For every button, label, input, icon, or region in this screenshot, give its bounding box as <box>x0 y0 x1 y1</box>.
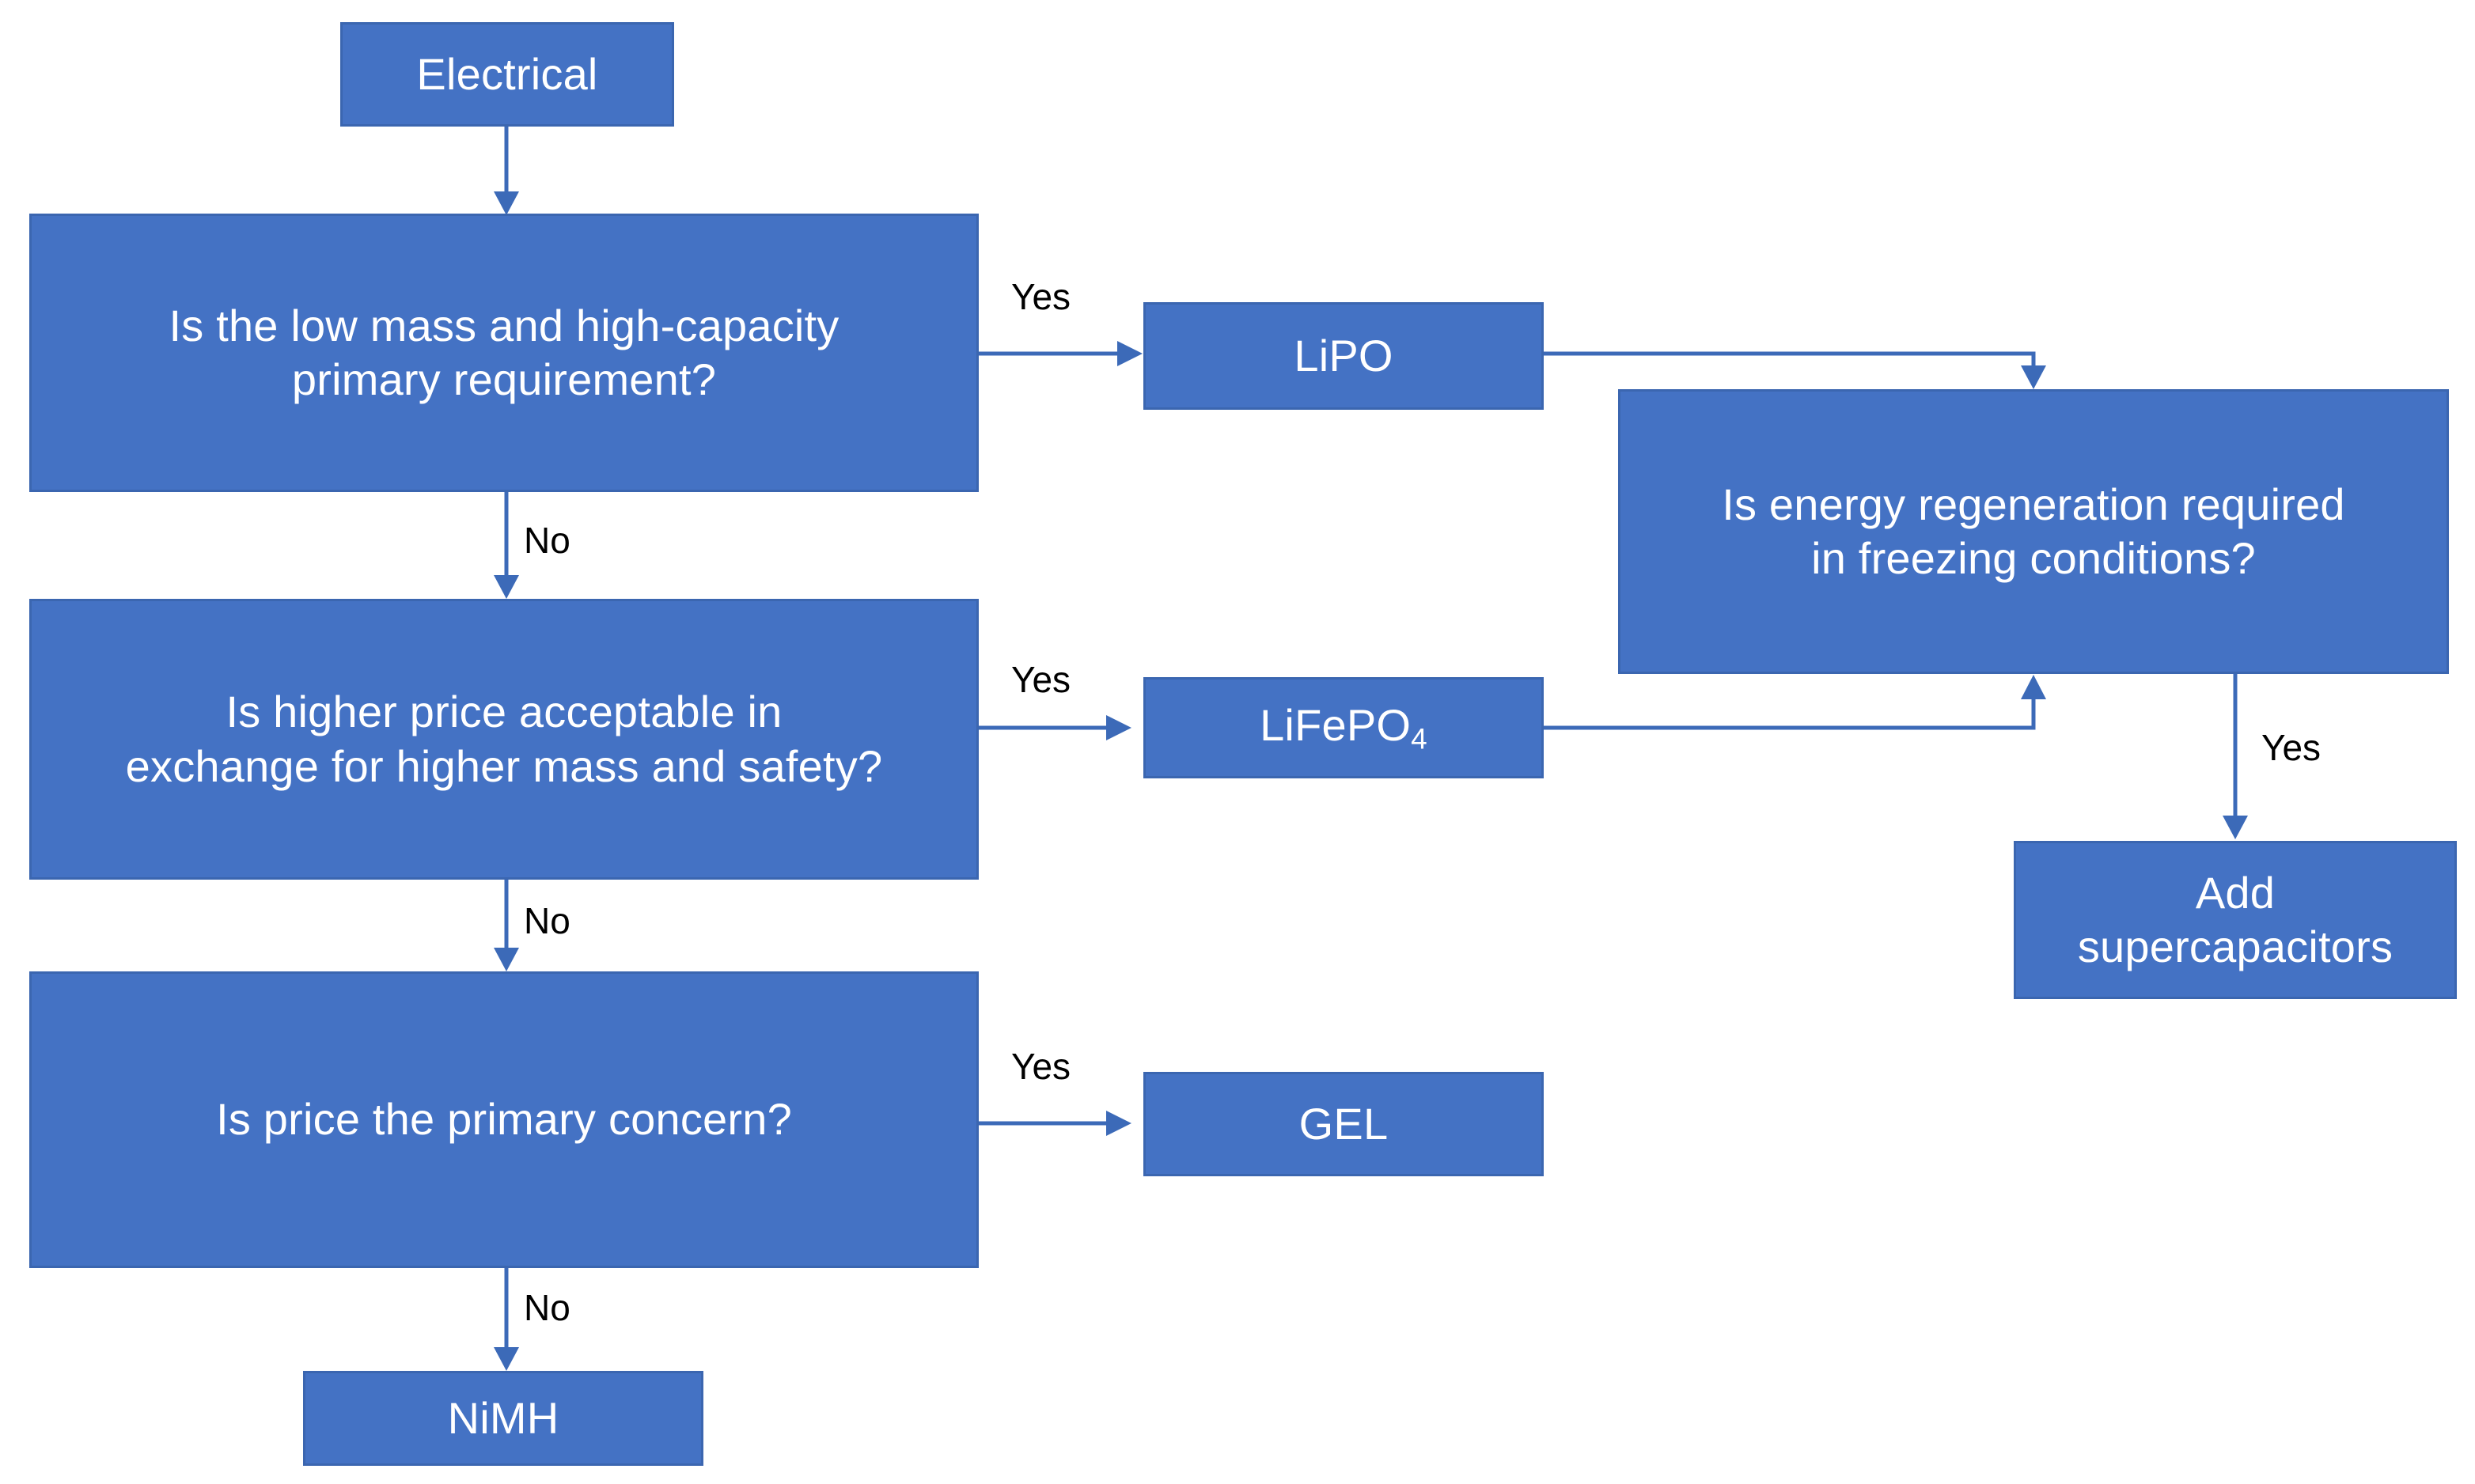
node-question-energy-regeneration-label: Is energy regeneration required in freez… <box>1722 479 2345 583</box>
node-gel-label: GEL <box>1298 1098 1389 1149</box>
node-nimh[interactable]: NiMH <box>303 1371 703 1466</box>
node-question-price-primary-label: Is price the primary concern? <box>216 1094 792 1145</box>
edge-q2-yes-to-lifepo4 <box>979 715 1131 740</box>
edge-label-q3-no: No <box>524 1287 570 1328</box>
edge-label-q3-yes: Yes <box>1011 1046 1071 1087</box>
node-add-supercapacitors[interactable]: Add supercapacitors <box>2014 841 2457 999</box>
edge-lipo-to-regen <box>1544 351 2046 389</box>
node-question-energy-regeneration[interactable]: Is energy regeneration required in freez… <box>1618 389 2449 674</box>
node-lifepo4-subscript: 4 <box>1411 722 1427 755</box>
edge-q2-no-to-q3 <box>494 880 519 971</box>
node-gel[interactable]: GEL <box>1143 1072 1544 1176</box>
node-nimh-label: NiMH <box>447 1392 559 1443</box>
edge-q1-no-to-q2 <box>494 492 519 599</box>
edge-q1-yes-to-lipo <box>979 341 1143 366</box>
node-add-supercapacitors-label: Add supercapacitors <box>2077 867 2394 971</box>
edge-regen-yes-to-supercaps <box>2223 674 2248 839</box>
node-question-price-primary[interactable]: Is price the primary concern? <box>29 971 979 1268</box>
node-lipo-label: LiPO <box>1294 330 1393 380</box>
edge-label-q1-yes: Yes <box>1011 276 1071 317</box>
node-lipo[interactable]: LiPO <box>1143 302 1544 410</box>
node-lifepo4-label: LiFePO <box>1260 700 1412 751</box>
edge-electrical-to-q1 <box>494 127 519 215</box>
edge-label-q2-yes: Yes <box>1011 659 1071 700</box>
node-lifepo4[interactable]: LiFePO4 <box>1143 677 1544 778</box>
edge-label-q1-no: No <box>524 520 570 561</box>
node-question-higher-price-label: Is higher price acceptable in exchange f… <box>125 687 883 791</box>
edge-q3-yes-to-gel <box>979 1111 1131 1136</box>
node-question-low-mass[interactable]: Is the low mass and high-capacity primar… <box>29 214 979 492</box>
node-electrical-label: Electrical <box>416 48 598 99</box>
node-question-higher-price[interactable]: Is higher price acceptable in exchange f… <box>29 599 979 880</box>
node-electrical[interactable]: Electrical <box>340 22 674 127</box>
node-question-low-mass-label: Is the low mass and high-capacity primar… <box>169 300 840 404</box>
edge-label-q2-no: No <box>524 900 570 941</box>
edge-label-regen-yes: Yes <box>2261 727 2321 768</box>
edge-q3-no-to-nimh <box>494 1268 519 1371</box>
